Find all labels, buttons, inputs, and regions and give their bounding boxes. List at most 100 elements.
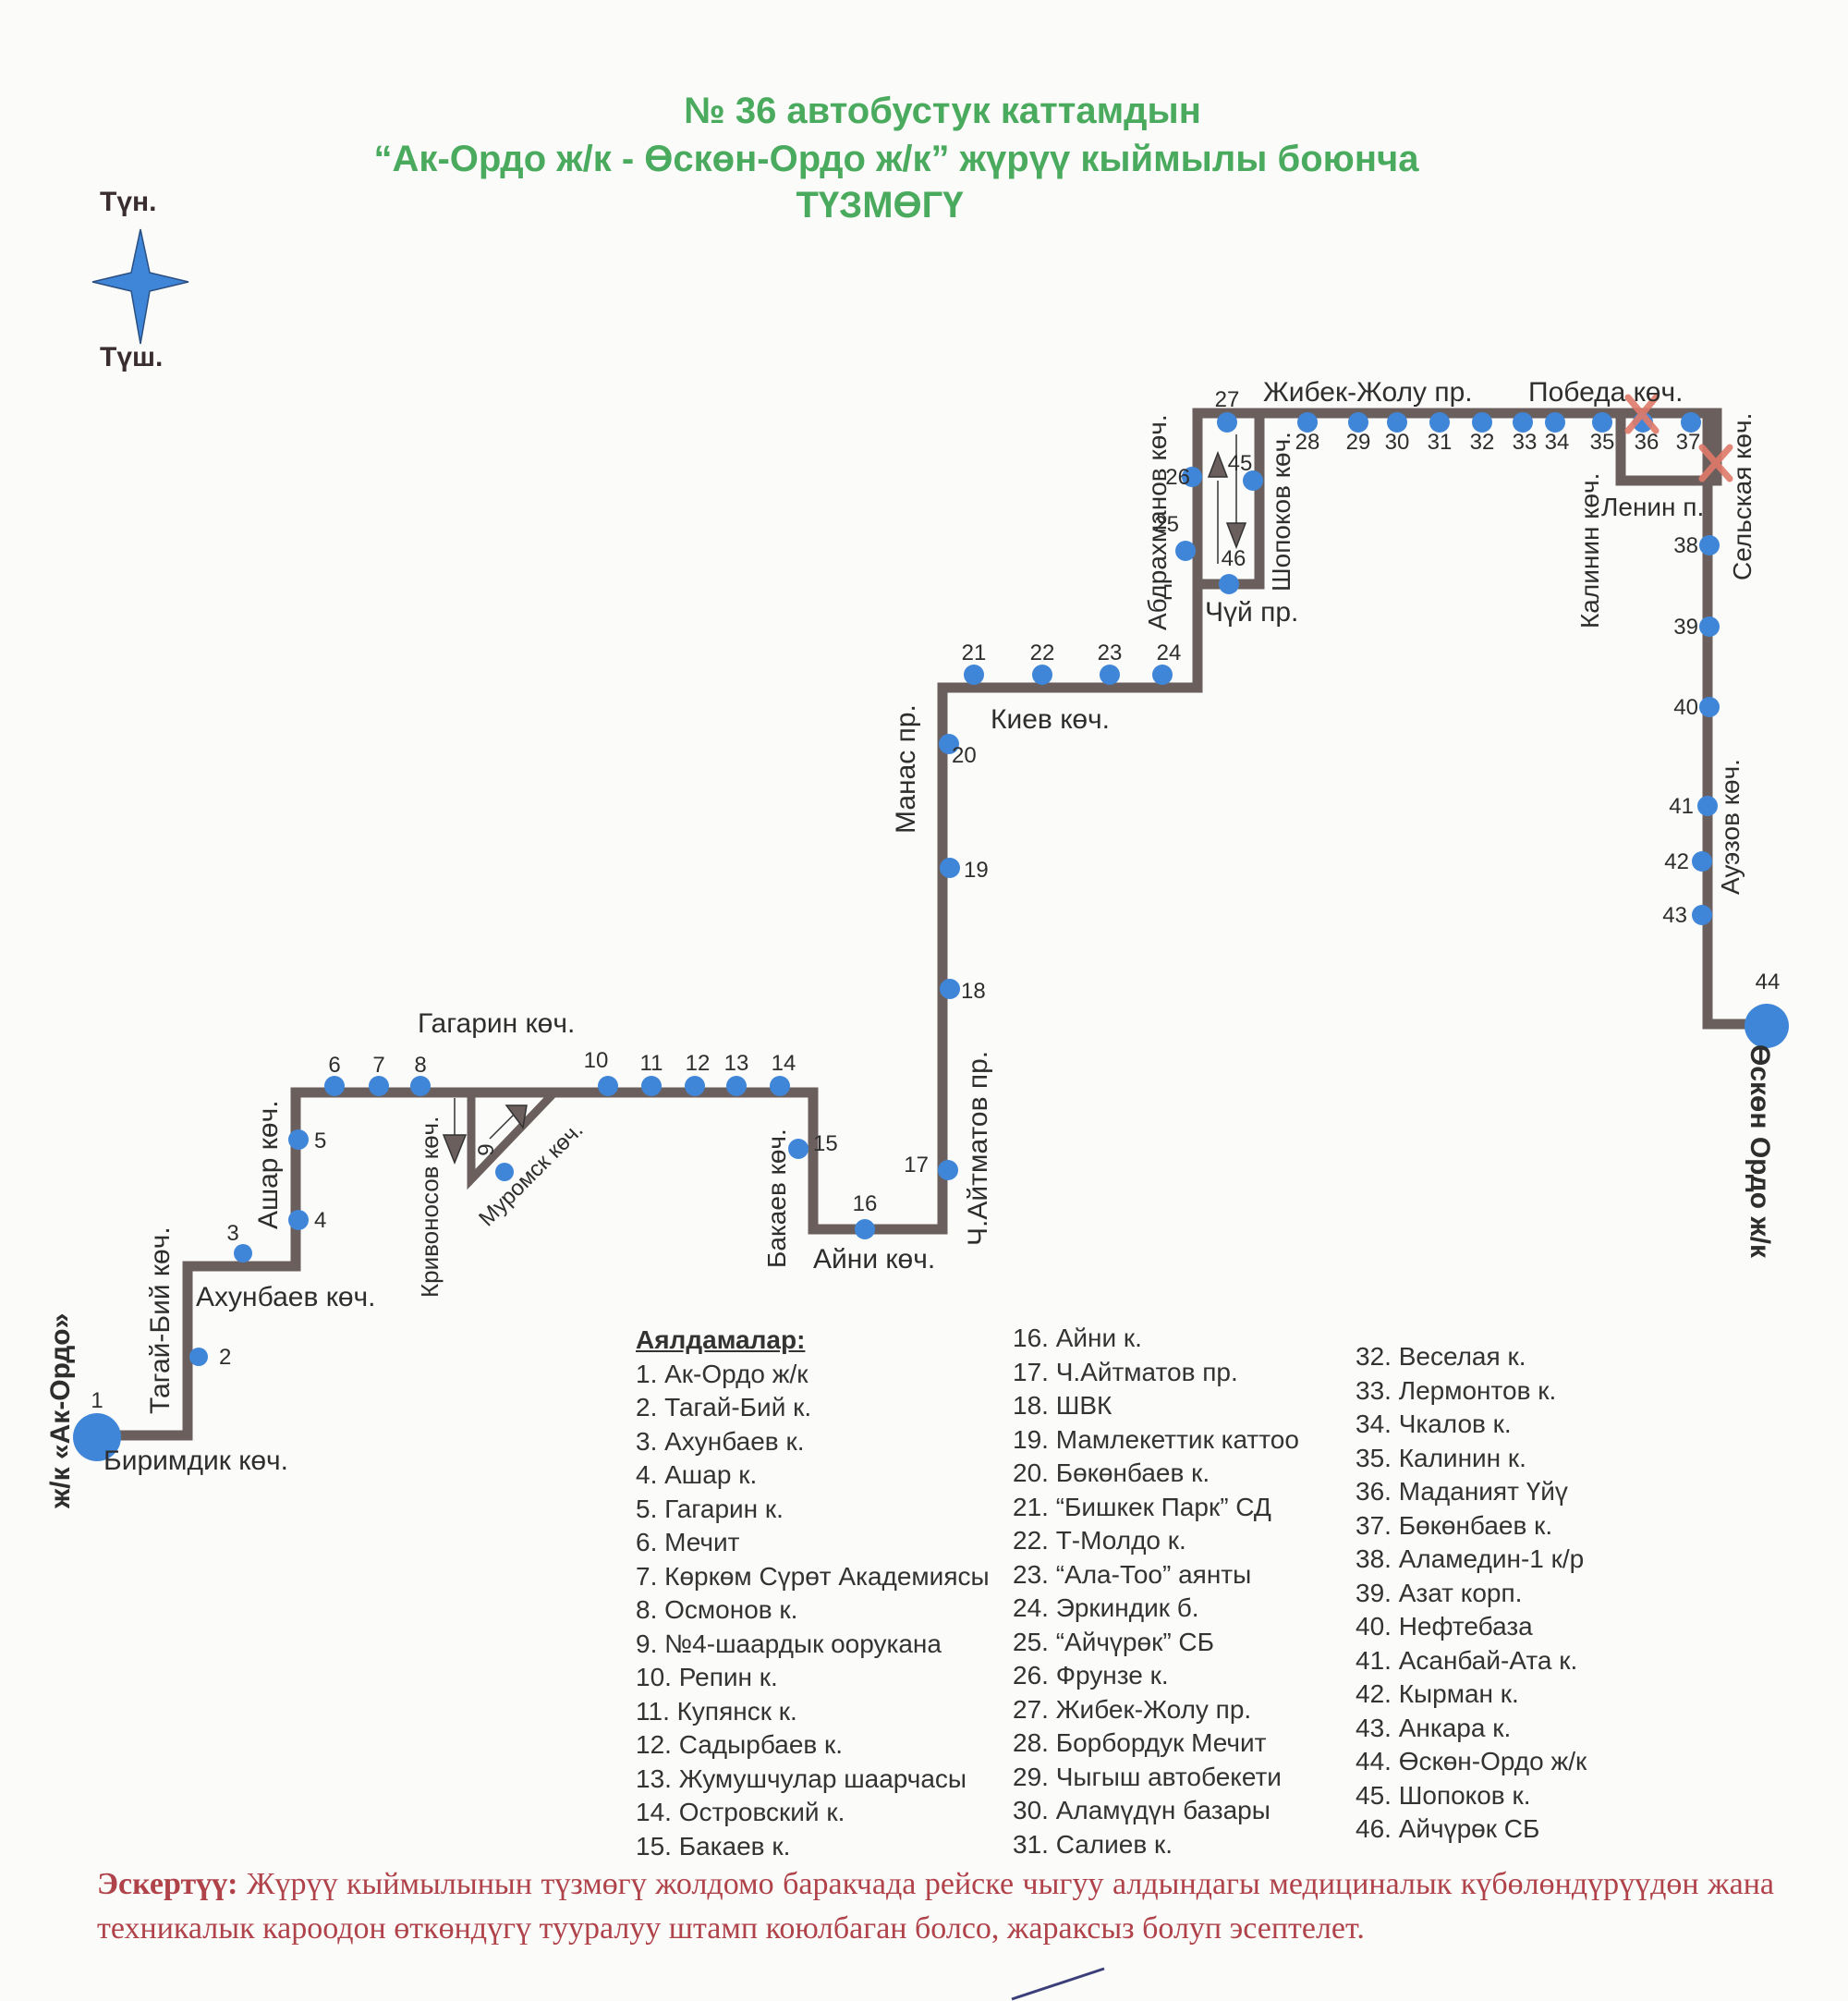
legend-item: 36. Маданият Үйү: [1356, 1477, 1568, 1506]
street-label-selskaya: Сельская көч.: [1728, 413, 1757, 580]
legend-item: 12. Садырбаев к.: [636, 1730, 844, 1759]
street-label-aini: Айни көч.: [813, 1244, 935, 1275]
legend-item: 9. №4-шаардык оорукана: [636, 1629, 942, 1658]
legend-item: 10. Репин к.: [636, 1663, 778, 1691]
stop-marker: 20: [939, 734, 977, 768]
legend-item: 44. Өскөн-Ордо ж/к: [1356, 1747, 1587, 1775]
stop-number-label: 43: [1662, 903, 1687, 928]
stop-number-label: 31: [1428, 430, 1453, 455]
legend-item: 15. Бакаев к.: [636, 1831, 791, 1861]
legend-item: 39. Азат корп.: [1356, 1578, 1523, 1607]
stop-marker: 12: [685, 1051, 710, 1096]
stop-marker: 5: [288, 1129, 326, 1153]
stop-dot: [1592, 412, 1612, 433]
stop-marker: 37: [1676, 412, 1701, 455]
stop-marker: 30: [1385, 412, 1409, 455]
stop-marker: 38: [1673, 533, 1720, 558]
stop-dot: [1699, 535, 1720, 555]
stop-number-label: 38: [1673, 533, 1698, 558]
stop-marker: 29: [1346, 412, 1370, 455]
stop-dot: [73, 1413, 121, 1461]
stop-dot: [1032, 665, 1052, 685]
stop-dot: [1175, 541, 1196, 561]
arrow-head-down-icon: [442, 1134, 468, 1165]
stop-number-label: 13: [724, 1051, 749, 1076]
stop-number-label: 26: [1165, 465, 1190, 490]
stop-number-label: 7: [372, 1053, 384, 1078]
stop-marker: 14: [770, 1051, 796, 1096]
legend-item: 23. “Ала-Тоо” аянты: [1013, 1559, 1252, 1589]
street-label-zhibek-zholu: Жибек-Жолу пр.: [1263, 377, 1473, 408]
stop-number-label: 8: [414, 1053, 426, 1078]
signature-mark: [1011, 1967, 1105, 2001]
legend-item: 5. Гагарин к.: [636, 1494, 784, 1523]
stop-number-label: 32: [1470, 430, 1495, 455]
arrow-head-up-right-icon: [505, 1104, 528, 1129]
stop-dot: [1219, 574, 1239, 594]
legend-item: 19. Мамлекеттик каттоо: [1013, 1424, 1299, 1454]
legend-item: 16. Айни к.: [1013, 1324, 1142, 1352]
street-label-gagarin: Гагарин көч.: [418, 1008, 575, 1039]
legend-item: 18. ШВК: [1013, 1391, 1112, 1420]
legend-item: 8. Осмонов к.: [636, 1595, 798, 1624]
stop-marker: 32: [1470, 412, 1495, 455]
route-east-segment: [1702, 408, 1760, 1030]
legend-item: 17. Ч.Айтматов пр.: [1013, 1357, 1238, 1386]
street-label-auezov: Ауэзов көч.: [1716, 759, 1745, 895]
legend-item: 22. Т-Молдо к.: [1013, 1526, 1186, 1555]
stop-marker: 1: [73, 1388, 121, 1461]
stop-marker: 39: [1673, 615, 1720, 640]
legend-item: 40. Нефтебаза: [1356, 1612, 1533, 1641]
stop-dot: [1182, 467, 1202, 487]
stop-marker: 43: [1662, 903, 1712, 928]
stop-number-label: 41: [1669, 794, 1694, 819]
stop-marker: 44: [1745, 970, 1789, 1048]
stop-marker: 28: [1295, 412, 1319, 455]
warning-note-text: Жүрүү кыймылынын түзмөгү жолдомо баракча…: [97, 1867, 1775, 1946]
stop-marker: 2: [189, 1345, 231, 1370]
stop-dot: [770, 1076, 790, 1096]
stop-number-label: 1: [91, 1388, 103, 1413]
stop-dot: [1387, 412, 1407, 433]
stop-number-label: 34: [1545, 430, 1570, 455]
legend-item: 38. Аламедин-1 к/р: [1356, 1544, 1585, 1573]
stop-dot: [598, 1076, 618, 1096]
arrow-line-muromsk: [489, 1114, 515, 1140]
legend-column-2: 16. Айни к. 17. Ч.Айтматов пр. 18. ШВК 1…: [1013, 1322, 1299, 1861]
legend-item: 25. “Айчүрөк” СБ: [1013, 1627, 1215, 1656]
stop-marker: 23: [1098, 641, 1123, 685]
stop-number-label: 6: [328, 1053, 340, 1078]
legend-item: 28. Борбордук Мечит: [1013, 1728, 1267, 1757]
legend-item: 26. Фрунзе к.: [1013, 1661, 1169, 1690]
compass-north-label: Түн.: [100, 187, 157, 217]
stop-number-label: 11: [640, 1051, 663, 1076]
stop-number-label: 4: [314, 1208, 326, 1233]
stop-dot: [1429, 412, 1450, 433]
stop-number-label: 9: [474, 1143, 499, 1155]
stop-number-label: 10: [584, 1048, 609, 1073]
legend-item: 7. Көркөм Сүрөт Академиясы: [636, 1561, 990, 1591]
arrow-head-down-icon-2: [1225, 522, 1247, 550]
warning-note: Эскертүү: Жүрүү кыймылынын түзмөгү жолдо…: [97, 1862, 1774, 1951]
stop-number-label: 25: [1154, 512, 1179, 537]
stop-number-label: 3: [226, 1221, 238, 1246]
closed-marker-x-icon-2: [1698, 444, 1733, 482]
compass-south-label: Түш.: [100, 342, 164, 372]
stop-marker: 40: [1673, 695, 1720, 720]
stop-dot: [685, 1076, 705, 1096]
stop-number-label: 23: [1098, 641, 1123, 665]
legend-item: 31. Салиев к.: [1013, 1829, 1173, 1859]
stop-marker: 24: [1152, 641, 1181, 685]
stop-dot: [288, 1210, 309, 1230]
stop-marker: 3: [226, 1221, 252, 1263]
stop-dot: [288, 1129, 309, 1150]
street-label-akhunbaev: Ахунбаев көч.: [196, 1282, 376, 1312]
stop-dot: [1217, 412, 1237, 433]
stop-dot: [369, 1076, 389, 1096]
legend-item: 20. Бөкөнбаев к.: [1013, 1458, 1210, 1487]
stop-number-label: 45: [1228, 451, 1253, 476]
stop-marker: 26: [1165, 465, 1202, 490]
title-line-3: ТҮЗМӨГҮ: [796, 185, 964, 226]
stop-dot: [1692, 905, 1712, 925]
stop-number-label: 21: [962, 641, 987, 665]
